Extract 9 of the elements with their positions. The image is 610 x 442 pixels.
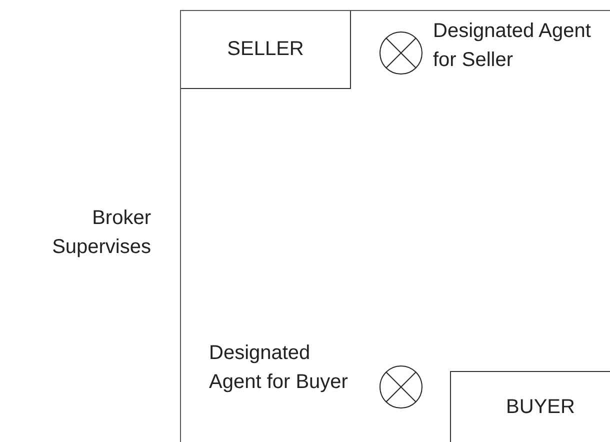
party-box xyxy=(450,371,610,442)
crossed-circle-marker xyxy=(379,365,423,409)
party-label: BUYER xyxy=(506,396,575,419)
agent-caption: Designated Agent for Buyer xyxy=(209,341,349,395)
frame-title: Broker Supervises xyxy=(51,206,151,260)
crossed-circle-marker xyxy=(379,31,423,75)
agent-caption: Designated Agent for Seller xyxy=(433,19,592,73)
party-box xyxy=(181,11,351,89)
party-label: SELLER xyxy=(227,38,304,61)
